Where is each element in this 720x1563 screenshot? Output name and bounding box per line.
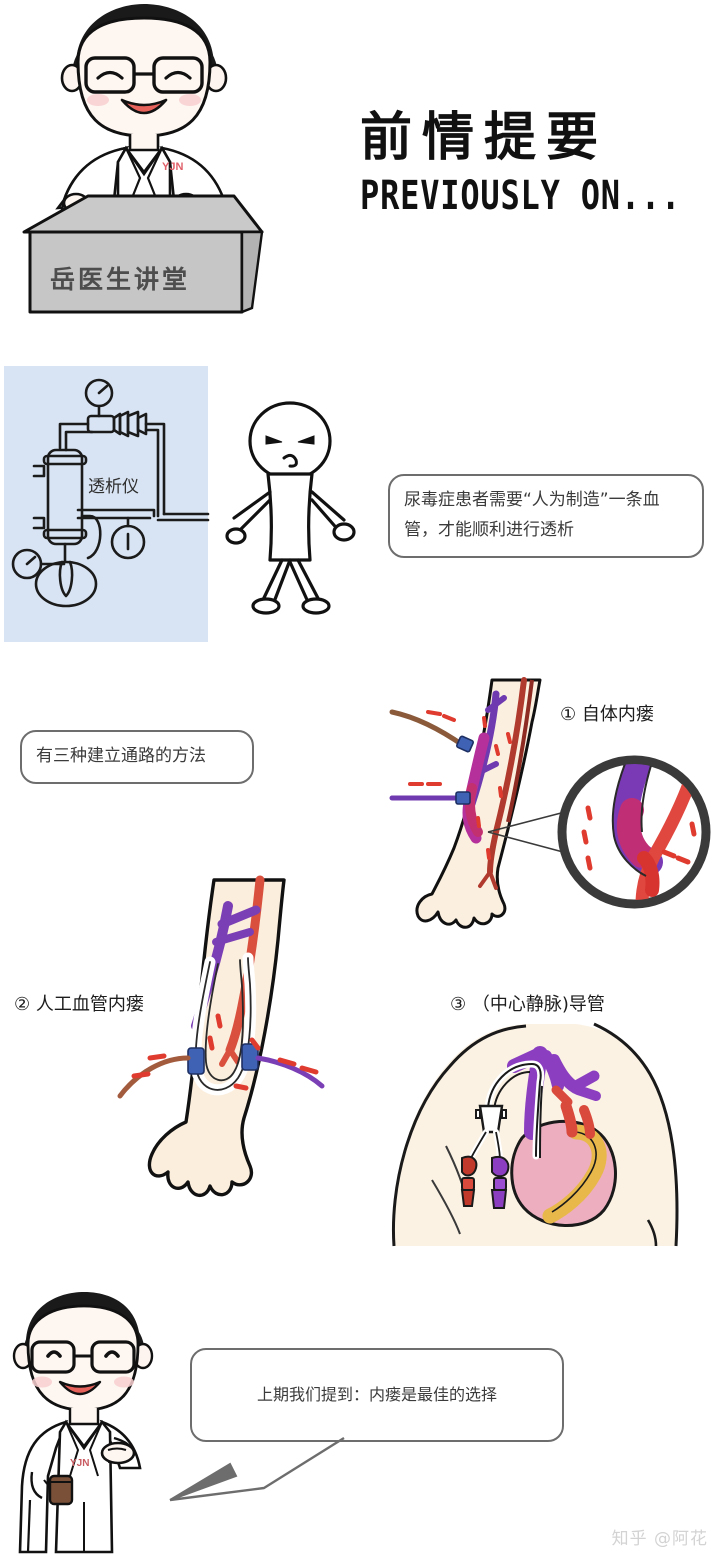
coat-monogram: YJN [162,161,183,173]
watermark: 知乎 @阿花 [611,1529,708,1549]
dialysis-machine-panel [4,366,210,642]
footer-doctor-illustration: YJN [8,1290,188,1563]
callout-dialysis-need-text: 尿毒症患者需要“人为制造”一条血管，才能顺利进行透析 [388,474,704,558]
speech-bubble: 上期我们提到：内瘘是最佳的选择 [190,1348,564,1442]
callout-dialysis-need: 尿毒症患者需要“人为制造”一条血管，才能顺利进行透析 [388,474,704,558]
illustration-autologous-fistula [389,677,712,930]
illustration-graft-fistula [110,875,360,1220]
label-method-autologous-fistula: ① 自体内瘘 [560,704,654,725]
speech-bubble-tail [168,1430,348,1506]
illustration-central-catheter [380,1020,710,1250]
title-chinese: 前情提要 [360,108,609,168]
dialysis-machine-label: 透析仪 [88,477,139,497]
label-method-graft-fistula: ② 人工血管内瘘 [14,994,144,1015]
header-doctor-illustration: YJN 岳医生讲堂 [14,0,274,330]
title-english: PREVIOUSLY ON... [360,173,682,220]
callout-three-methods: 有三种建立通路的方法 [8,724,266,790]
callout-three-methods-text: 有三种建立通路的方法 [20,730,254,784]
patient-figure-illustration [225,396,378,616]
page-title: 前情提要 PREVIOUSLY ON... [360,108,700,220]
speech-bubble-text: 上期我们提到：内瘘是最佳的选择 [190,1348,564,1442]
footer-coat-monogram: YJN [70,1458,89,1469]
label-method-central-catheter: ③ （中心静脉)导管 [450,994,605,1015]
podium-label: 岳医生讲堂 [50,265,190,294]
